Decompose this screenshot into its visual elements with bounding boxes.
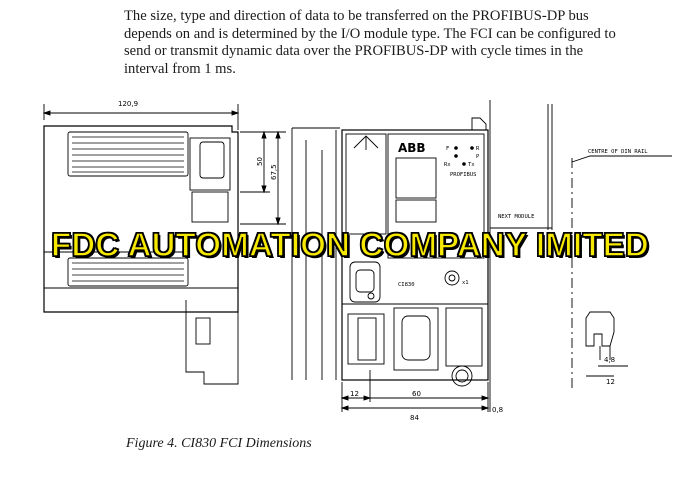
- watermark-text: FDC AUTOMATION COMPANY IMITED: [50, 225, 649, 263]
- dimension-bottom-left: 12: [350, 390, 359, 398]
- figure-caption: Figure 4. CI830 FCI Dimensions: [126, 436, 312, 451]
- dimension-total-width: 84: [410, 414, 419, 422]
- dimension-bottom-mid: 60: [412, 390, 421, 398]
- led-label-f: F: [446, 146, 449, 152]
- paragraph-line: interval from 1 ms.: [124, 60, 236, 77]
- led-label-r: R: [476, 146, 480, 152]
- side-view-ribs: [72, 136, 184, 282]
- paragraph-line: send or transmit dynamic data over the P…: [124, 43, 584, 59]
- label-next-module: NEXT MODULE: [498, 214, 534, 220]
- description-paragraph: The size, type and direction of data to …: [124, 8, 684, 78]
- dimension-clip-total: 12: [606, 378, 615, 386]
- paragraph-line: depends on and is determined by the I/O …: [124, 25, 616, 42]
- dimension-height-b: 67,5: [270, 164, 278, 180]
- dimension-width-side: 120,9: [118, 100, 138, 108]
- dimension-height-a: 50: [256, 157, 264, 166]
- status-leds: [454, 146, 474, 166]
- front-view: [291, 100, 672, 412]
- led-label-p: P: [476, 154, 480, 160]
- paragraph-line: The size, type and direction of data to …: [124, 8, 589, 24]
- module-name-label: CI830: [398, 282, 415, 288]
- dimension-gap: 0,8: [492, 406, 503, 414]
- switch-label: x1: [462, 280, 469, 286]
- dimension-clip-width: 4,8: [604, 356, 615, 364]
- brand-logo: ABB: [398, 141, 426, 155]
- led-label-rx: Rx: [444, 162, 451, 168]
- label-din-rail: CENTRE OF DIN RAIL: [588, 149, 648, 155]
- led-label-tx: Tx: [468, 162, 475, 168]
- side-view: [42, 104, 286, 385]
- profibus-label: PROFIBUS: [450, 172, 477, 178]
